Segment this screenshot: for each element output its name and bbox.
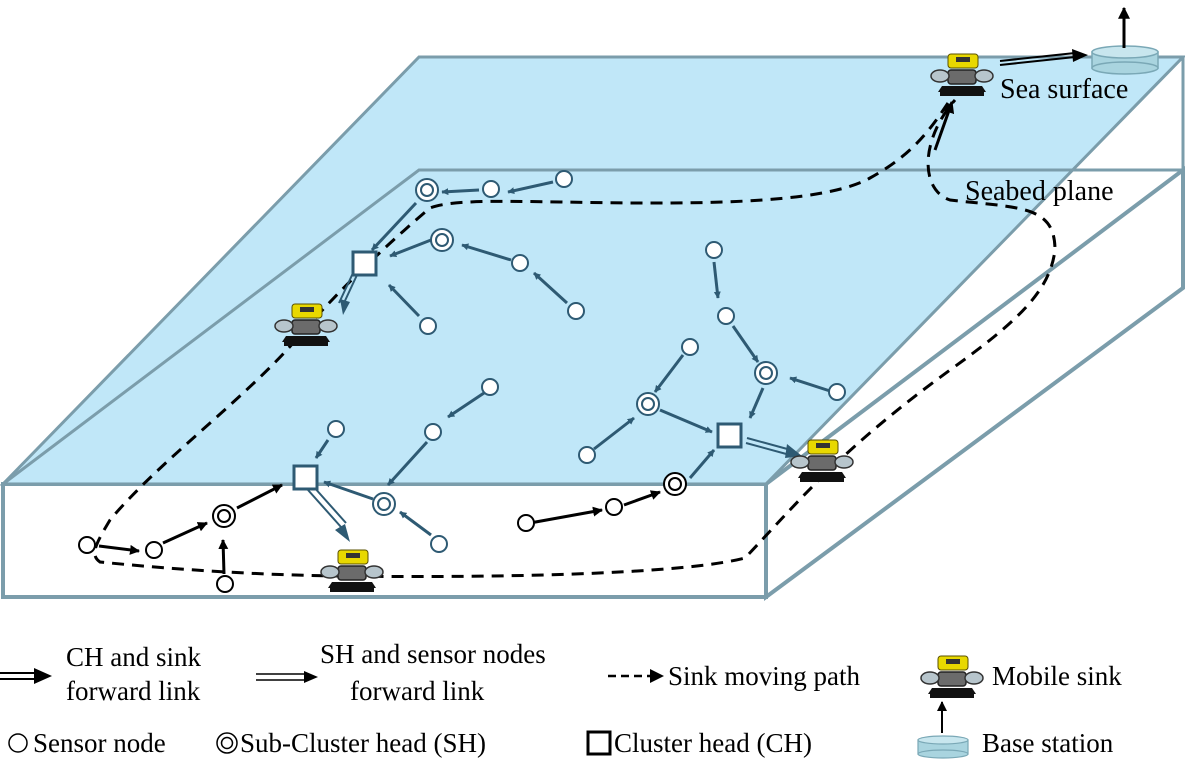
double-circle-icon [430, 228, 454, 252]
sensor-node [216, 575, 234, 593]
double-circle-icon [636, 392, 660, 416]
sensor-node [511, 254, 529, 272]
square-icon [586, 730, 612, 756]
square-icon [716, 422, 743, 449]
cylinder-icon [1091, 6, 1159, 75]
sensor-node [555, 170, 573, 188]
sensor-node [430, 535, 448, 553]
svg-text:Sub-Cluster head (SH): Sub-Cluster head (SH) [240, 728, 486, 758]
svg-text:Mobile sink: Mobile sink [992, 661, 1122, 691]
svg-text:Base station: Base station [982, 728, 1114, 758]
legend-sub-cluster-head: Sub-Cluster head (SH) [216, 728, 486, 758]
legend: CH and sink forward link SH and sensor n… [0, 639, 1122, 759]
svg-text:forward link: forward link [66, 676, 201, 706]
sensor-node [78, 536, 96, 554]
sensor-node [481, 378, 499, 396]
legend-sensor-node: Sensor node [8, 728, 166, 758]
sensor-node [567, 302, 585, 320]
sensor-node [705, 241, 723, 259]
legend-sh-link: SH and sensor nodes forward link [256, 639, 546, 706]
sea-surface-label: Sea surface [1000, 74, 1128, 105]
sensor-node [327, 420, 345, 438]
sensor-node [424, 423, 442, 441]
svg-text:Cluster head (CH): Cluster head (CH) [614, 728, 812, 758]
double-circle-icon [372, 492, 396, 516]
rov-icon [920, 655, 984, 699]
square-icon [351, 250, 378, 277]
cluster-heads [292, 250, 743, 491]
seabed-plane-label: Seabed plane [965, 176, 1114, 207]
sensor-links [314, 180, 831, 537]
legend-mobile-sink: Mobile sink [920, 655, 1122, 699]
legend-base-station: Base station [917, 701, 1114, 759]
ch-sink-links [307, 49, 1088, 542]
double-circle-icon [754, 361, 778, 385]
svg-text:SH and sensor nodes: SH and sensor nodes [320, 639, 546, 669]
sink-path-arrow [933, 100, 955, 151]
legend-cluster-head: Cluster head (CH) [586, 728, 812, 758]
svg-text:Sink moving path: Sink moving path [668, 661, 861, 691]
legend-ch-link: CH and sink forward link [0, 642, 202, 706]
sensor-node [605, 498, 623, 516]
sensor-node [717, 307, 735, 325]
circle-icon [8, 733, 28, 753]
svg-text:Sensor node: Sensor node [33, 728, 166, 758]
sensor-node [681, 338, 699, 356]
sink-moving-path [93, 99, 1057, 579]
sensor-node [482, 180, 500, 198]
seabed-right-face [764, 165, 1185, 601]
double-circle-icon [663, 472, 687, 496]
sensor-nodes [78, 170, 846, 593]
sensor-node [517, 514, 535, 532]
sensor-node [419, 317, 437, 335]
double-circle-icon [212, 504, 236, 528]
svg-text:forward link: forward link [350, 676, 485, 706]
sub-cluster-heads [212, 178, 778, 528]
square-icon [292, 464, 319, 491]
sensor-node [828, 383, 846, 401]
sensor-node [578, 446, 596, 464]
sensor-node [145, 541, 163, 559]
legend-sink-path: Sink moving path [608, 661, 861, 691]
black-links [98, 483, 661, 575]
svg-text:CH and sink: CH and sink [66, 642, 202, 672]
double-circle-icon [415, 178, 439, 202]
